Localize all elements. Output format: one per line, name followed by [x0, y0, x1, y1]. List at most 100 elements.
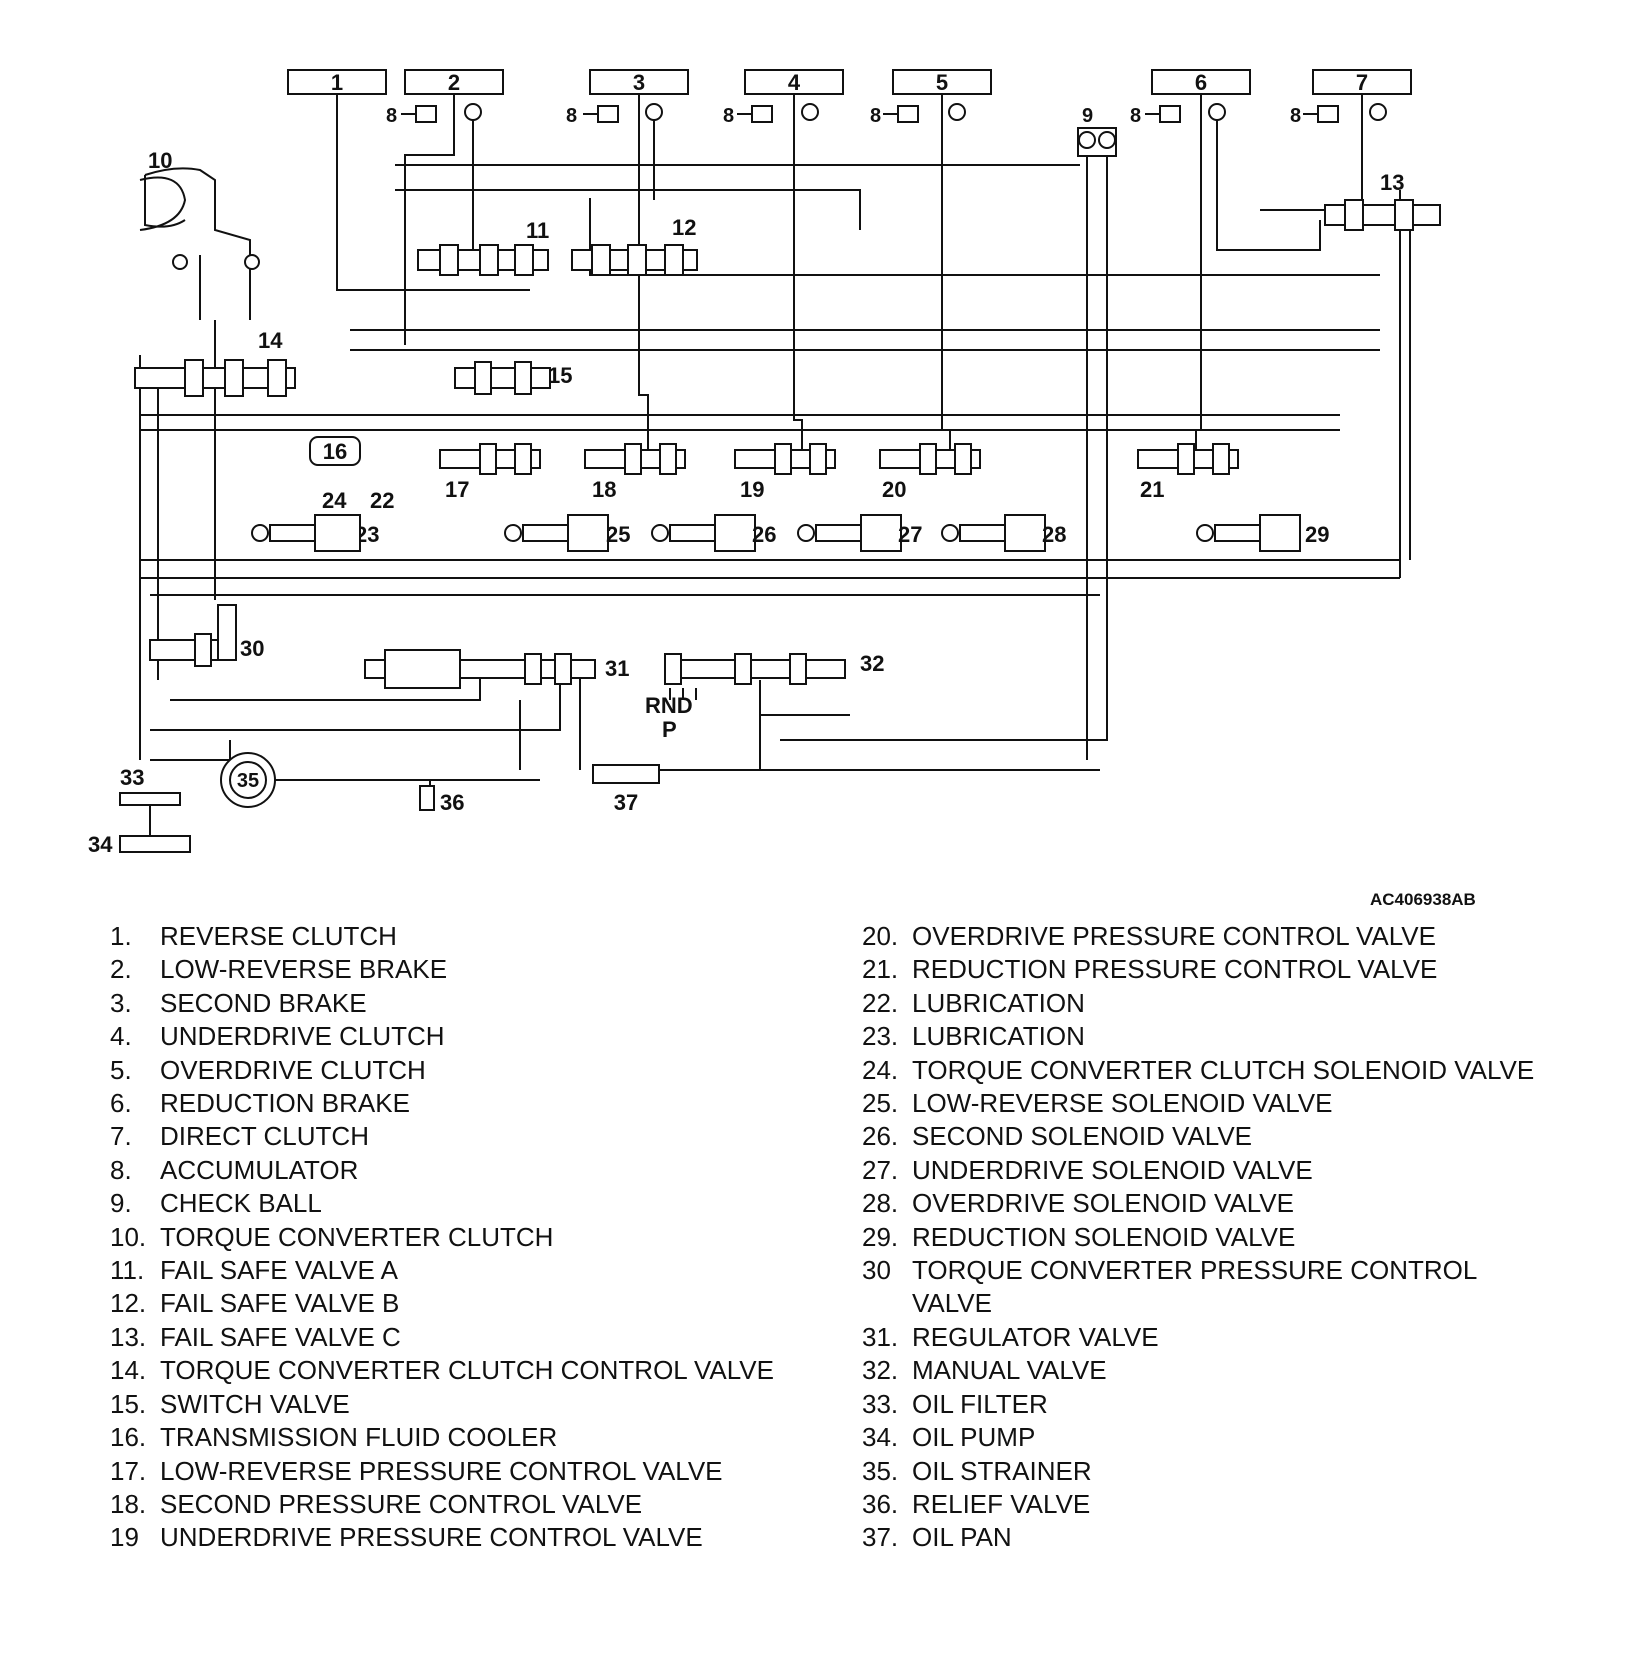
legend-number: 18.: [110, 1488, 147, 1519]
svg-text:35: 35: [237, 770, 259, 792]
legend-number: 28.: [862, 1188, 899, 1219]
torque-converter-clutch-icon: 10: [139, 148, 260, 270]
legend-text: UNDERDRIVE CLUTCH: [160, 1021, 445, 1052]
legend-number: 25.: [862, 1088, 899, 1119]
svg-text:21: 21: [1140, 477, 1164, 502]
legend-text: REGULATOR VALVE: [912, 1321, 1159, 1352]
legend-number: 35.: [862, 1455, 899, 1486]
legend-item: 4.UNDERDRIVE CLUTCH: [110, 1020, 800, 1053]
oil-supply: 35 33 34 36 37: [88, 752, 660, 857]
second-solenoid-valve-icon: 26: [651, 514, 776, 552]
legend-text: MANUAL VALVE: [912, 1355, 1107, 1386]
legend-number: 30: [862, 1255, 891, 1286]
svg-text:8: 8: [386, 105, 397, 127]
low-reverse-pressure-control-valve-icon: 17: [439, 443, 541, 502]
legend-number: 15.: [110, 1388, 147, 1419]
reduction-brake-box: [1151, 69, 1251, 95]
svg-text:11: 11: [526, 218, 549, 243]
legend-item: 7.DIRECT CLUTCH: [110, 1120, 800, 1153]
legend-text: FAIL SAFE VALVE B: [160, 1288, 400, 1319]
legend-number: 22.: [862, 987, 899, 1018]
legend-number: 33.: [862, 1388, 899, 1419]
legend-text: LOW-REVERSE PRESSURE CONTROL VALVE: [160, 1455, 723, 1486]
svg-text:8: 8: [566, 105, 577, 127]
legend-item: 11.FAIL SAFE VALVE A: [110, 1254, 800, 1287]
legend-item: 2.LOW-REVERSE BRAKE: [110, 953, 800, 986]
legend-number: 17.: [110, 1455, 147, 1486]
manual-range-rnd: RND: [645, 693, 693, 718]
top-component-boxes: 1 2 3 4 5 6 7: [287, 69, 1412, 95]
legend-item: 37.OIL PAN: [862, 1521, 1562, 1554]
oil-filter-icon: 33: [119, 765, 181, 806]
accumulator-icon: 8: [870, 103, 966, 127]
regulator-valve-icon: 31: [364, 649, 629, 689]
svg-text:30: 30: [240, 636, 264, 661]
svg-text:19: 19: [740, 477, 764, 502]
svg-text:25: 25: [606, 522, 630, 547]
svg-text:18: 18: [592, 477, 616, 502]
legend-item: 5.OVERDRIVE CLUTCH: [110, 1054, 800, 1087]
legend-item: 21. REDUCTION PRESSURE CONTROL VALVE: [862, 953, 1562, 986]
legend-text: SECOND BRAKE: [160, 987, 367, 1018]
legend-text: FAIL SAFE VALVE C: [160, 1321, 401, 1352]
svg-text:8: 8: [1290, 105, 1301, 127]
figure-code: AC406938AB: [1370, 890, 1476, 909]
legend-number: 19: [110, 1522, 139, 1553]
valves: 11 12 13 14 15: [134, 170, 1441, 742]
legend-number: 32.: [862, 1355, 899, 1386]
legend-number: 13.: [110, 1321, 147, 1352]
legend-number: 8.: [110, 1154, 132, 1185]
legend-text: TORQUE CONVERTER PRESSURE CONTROL VALVE: [912, 1255, 1477, 1319]
legend-number: 10.: [110, 1221, 147, 1252]
svg-text:13: 13: [1380, 170, 1404, 195]
legend-number: 24.: [862, 1054, 899, 1085]
switch-valve-icon: 15: [454, 361, 572, 395]
legend-number: 26.: [862, 1121, 899, 1152]
legend-text: SECOND SOLENOID VALVE: [912, 1121, 1253, 1152]
oil-pump-icon: 34: [88, 805, 191, 857]
label-1: 1: [331, 70, 343, 95]
fail-safe-valve-b-icon: 12: [571, 215, 698, 276]
legend-text: REDUCTION PRESSURE CONTROL VALVE: [912, 954, 1438, 985]
fail-safe-valve-a-icon: 11: [417, 218, 549, 276]
legend-text: OVERDRIVE PRESSURE CONTROL VALVE: [912, 921, 1436, 951]
legend-item: 26. SECOND SOLENOID VALVE: [862, 1120, 1562, 1153]
legend-number: 3.: [110, 987, 132, 1018]
svg-text:32: 32: [860, 651, 884, 676]
svg-text:17: 17: [445, 477, 469, 502]
legend-item: 28.OVERDRIVE SOLENOID VALVE: [862, 1187, 1562, 1220]
svg-text:29: 29: [1305, 522, 1329, 547]
legend-item: 34.OIL PUMP: [862, 1421, 1562, 1454]
oil-pan-icon: 37: [592, 764, 660, 815]
check-ball-icon: 9: [1077, 105, 1117, 157]
svg-text:10: 10: [148, 148, 172, 173]
svg-text:14: 14: [258, 328, 283, 353]
manual-range-p: P: [662, 717, 677, 742]
legend-text: TORQUE CONVERTER CLUTCH SOLENOID VALVE: [912, 1054, 1535, 1085]
legend-item: 25.LOW-REVERSE SOLENOID VALVE: [862, 1087, 1562, 1120]
legend-item: 23.LUBRICATION: [862, 1020, 1562, 1053]
accumulator-icon: 8: [1130, 103, 1226, 127]
accumulators: 8 8 8 8 8 8: [386, 103, 1387, 127]
svg-text:8: 8: [870, 105, 881, 127]
legend-number: 21.: [862, 954, 899, 985]
legend-text: FAIL SAFE VALVE A: [160, 1255, 398, 1286]
legend-item: 30 TORQUE CONVERTER PRESSURE CONTROL VALV…: [862, 1254, 1562, 1321]
legend-text: OVERDRIVE CLUTCH: [160, 1054, 426, 1085]
legend-item: 17. LOW-REVERSE PRESSURE CONTROL VALVE: [110, 1455, 800, 1488]
legend-number: 9.: [110, 1188, 132, 1219]
manual-valve-icon: 32 RND P: [645, 651, 884, 742]
legend-item: 12.FAIL SAFE VALVE B: [110, 1287, 800, 1320]
legend-item: 15.SWITCH VALVE: [110, 1388, 800, 1421]
legend-text: SECOND PRESSURE CONTROL VALVE: [160, 1488, 643, 1519]
legend-text: LUBRICATION: [912, 1021, 1085, 1052]
legend-number: 27.: [862, 1154, 899, 1185]
legend-text: DIRECT CLUTCH: [160, 1121, 369, 1152]
second-pressure-control-valve-icon: 18: [584, 443, 686, 502]
relief-valve-icon: 36: [419, 785, 464, 815]
svg-text:28: 28: [1042, 522, 1066, 547]
legend-number: 16.: [110, 1422, 147, 1453]
legend-text: OIL PAN: [912, 1522, 1012, 1553]
legend-text: REDUCTION SOLENOID VALVE: [912, 1221, 1296, 1252]
